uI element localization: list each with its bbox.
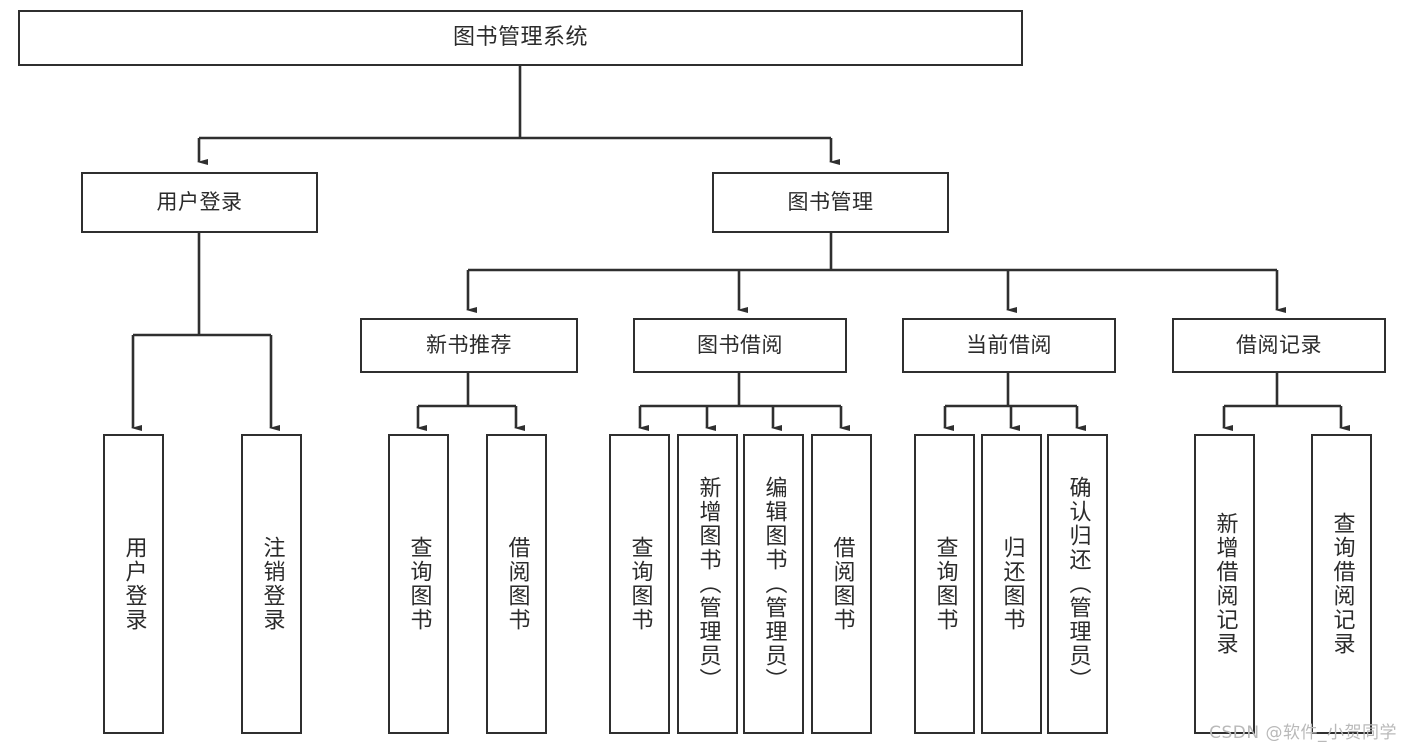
leaf-query-book-borrow[interactable]: 查询图书 xyxy=(609,434,670,734)
leaf-add-book-admin[interactable]: 新增图书（管理员） xyxy=(677,434,738,734)
leaf-user-login[interactable]: 用户登录 xyxy=(103,434,164,734)
node-label: 查询借阅记录 xyxy=(1329,512,1355,656)
node-book-management[interactable]: 图书管理 xyxy=(712,172,949,233)
node-label: 查询图书 xyxy=(627,536,653,632)
node-label: 注销登录 xyxy=(259,536,285,632)
node-label: 图书管理系统 xyxy=(452,24,588,50)
leaf-query-book-recommend[interactable]: 查询图书 xyxy=(388,434,449,734)
node-label: 新增借阅记录 xyxy=(1212,512,1238,656)
node-current-borrow[interactable]: 当前借阅 xyxy=(902,318,1116,373)
node-label: 编辑图书（管理员） xyxy=(761,476,787,692)
node-label: 查询图书 xyxy=(406,536,432,632)
node-label: 当前借阅 xyxy=(966,333,1052,358)
node-label: 图书借阅 xyxy=(697,333,783,358)
node-label: 新增图书（管理员） xyxy=(695,476,721,692)
leaf-borrow-book-borrow[interactable]: 借阅图书 xyxy=(811,434,872,734)
node-new-book-recommend[interactable]: 新书推荐 xyxy=(360,318,578,373)
node-label: 用户登录 xyxy=(156,190,243,215)
node-label: 归还图书 xyxy=(999,536,1025,632)
leaf-add-borrow-record[interactable]: 新增借阅记录 xyxy=(1194,434,1255,734)
node-label: 查询图书 xyxy=(932,536,958,632)
leaf-confirm-return-admin[interactable]: 确认归还（管理员） xyxy=(1047,434,1108,734)
leaf-return-book[interactable]: 归还图书 xyxy=(981,434,1042,734)
node-label: 用户登录 xyxy=(121,536,147,632)
node-label: 借阅记录 xyxy=(1236,333,1322,358)
node-label: 借阅图书 xyxy=(829,536,855,632)
node-label: 图书管理 xyxy=(787,190,874,215)
leaf-query-borrow-record[interactable]: 查询借阅记录 xyxy=(1311,434,1372,734)
leaf-edit-book-admin[interactable]: 编辑图书（管理员） xyxy=(743,434,804,734)
leaf-borrow-book-recommend[interactable]: 借阅图书 xyxy=(486,434,547,734)
node-borrow-record[interactable]: 借阅记录 xyxy=(1172,318,1386,373)
node-book-management-system[interactable]: 图书管理系统 xyxy=(18,10,1023,66)
node-label: 新书推荐 xyxy=(426,333,512,358)
node-book-borrow[interactable]: 图书借阅 xyxy=(633,318,847,373)
node-label: 借阅图书 xyxy=(504,536,530,632)
leaf-query-book-current[interactable]: 查询图书 xyxy=(914,434,975,734)
leaf-logout-login[interactable]: 注销登录 xyxy=(241,434,302,734)
node-user-login[interactable]: 用户登录 xyxy=(81,172,318,233)
node-label: 确认归还（管理员） xyxy=(1065,476,1091,692)
csdn-watermark: CSDN @软件_小贺同学 xyxy=(1209,723,1397,743)
